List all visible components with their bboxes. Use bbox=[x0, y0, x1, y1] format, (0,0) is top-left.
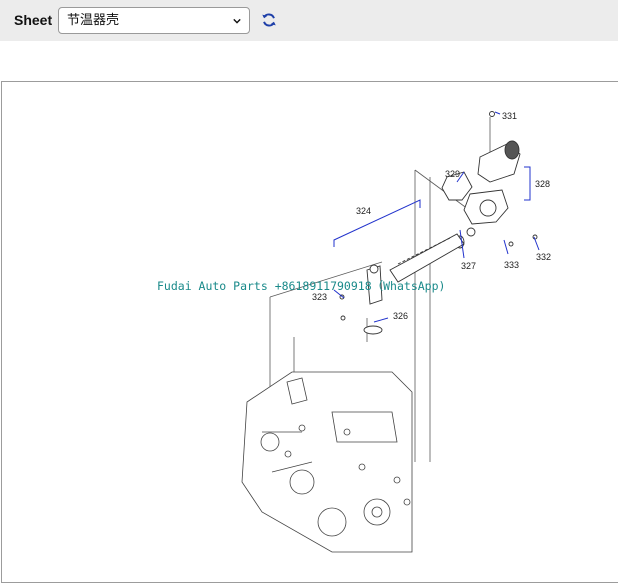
sheet-label: Sheet bbox=[14, 12, 53, 28]
callout-label: 332 bbox=[536, 252, 552, 262]
callout-label: 328 bbox=[535, 179, 551, 189]
watermark-text: Fudai Auto Parts +8618911790918（WhatsApp… bbox=[157, 279, 446, 293]
chevron-down-icon bbox=[233, 18, 241, 24]
exploded-parts-drawing bbox=[241, 111, 540, 553]
toolbar: Sheet 节温器壳 bbox=[0, 0, 618, 41]
callout-label: 333 bbox=[504, 260, 520, 270]
sheet-select-value: 节温器壳 bbox=[67, 13, 120, 28]
callout-label: 331 bbox=[502, 111, 518, 121]
sheet-select[interactable]: 节温器壳 bbox=[58, 7, 250, 34]
refresh-icon[interactable] bbox=[260, 11, 278, 29]
callout-label: 324 bbox=[356, 206, 372, 216]
diagram-canvas: 331 328 329 324 327 333 332 323 326 bbox=[1, 81, 618, 583]
callout-label: 329 bbox=[445, 169, 461, 179]
callout-label: 323 bbox=[312, 292, 328, 302]
callout-label: 327 bbox=[461, 261, 477, 271]
callout-label: 326 bbox=[393, 311, 409, 321]
